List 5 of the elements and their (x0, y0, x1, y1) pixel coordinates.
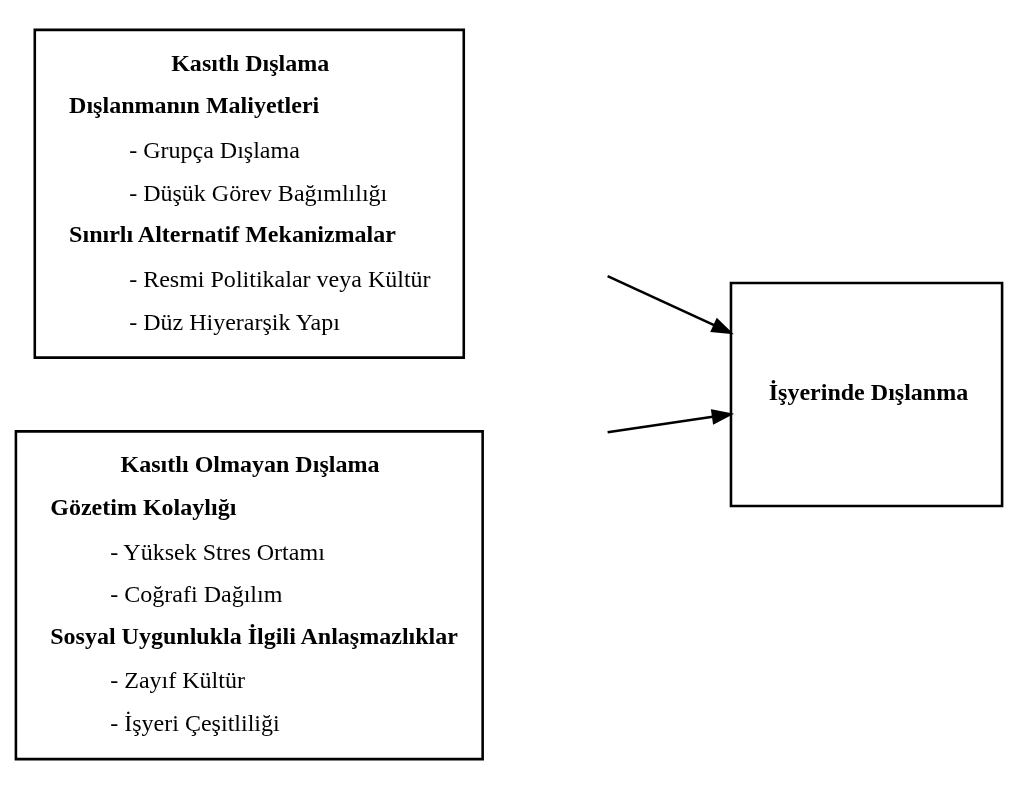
node-box: Kasıtlı Olmayan Dışlama Gözetim Kolaylığı - Yüksek Stres Ortamı - Coğrafi Dağılım Sosyal Uygunlukla İlgili Anlaşmazlıklar - Zayıf Kültür - İşyeri Çeşitliliği (14, 430, 484, 761)
node-box: İşyerinde Dışlanma (729, 281, 1003, 508)
node-box: Kasıtlı Dışlama Dışlanmanın Maliyetleri - Grupça Dışlama - Düşük Görev Bağımlılığı Sınırlı Alternatif Mekanizmalar - Resmi Politikalar veya Kültür - Düz Hiyerarşik Yapı (33, 28, 465, 359)
arrow (606, 275, 734, 335)
arrow (606, 409, 734, 434)
